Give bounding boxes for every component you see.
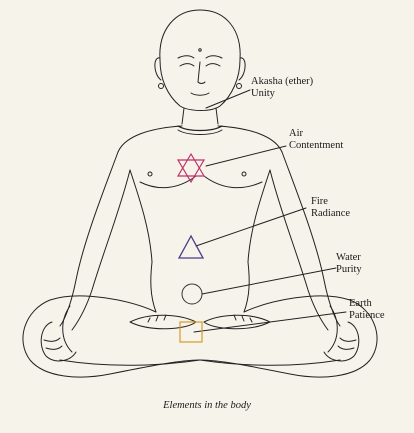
fire-pointer-line — [195, 207, 307, 247]
water-pointer-line — [201, 267, 337, 295]
water-label: Water Purity — [336, 252, 362, 276]
fire-triangle-symbol — [177, 234, 205, 259]
earth-square-symbol — [179, 321, 203, 343]
water-element-name: Water — [336, 252, 361, 263]
akasha-element-name: Akasha (ether) — [251, 76, 314, 87]
earth-quality: Patience — [349, 310, 385, 321]
figure-caption: Elements in the body — [163, 400, 251, 411]
head — [154, 9, 246, 111]
akasha-label: Akasha (ether) Unity — [251, 76, 313, 100]
fire-element-name: Fire — [311, 196, 328, 207]
crossed-legs — [22, 295, 378, 378]
akasha-quality: Unity — [251, 88, 275, 99]
earth-label: Earth Patience — [349, 298, 385, 322]
earth-element-name: Earth — [349, 298, 372, 309]
air-label: Air Contentment — [289, 128, 343, 152]
water-quality: Purity — [336, 264, 362, 275]
akasha-pointer-line — [205, 89, 251, 109]
air-quality: Contentment — [289, 140, 344, 151]
neck — [177, 107, 223, 135]
water-circle-symbol — [181, 283, 203, 305]
air-pointer-line — [205, 145, 287, 167]
air-element-name: Air — [289, 128, 303, 139]
torso — [117, 125, 283, 313]
air-hexagram-symbol — [176, 152, 206, 184]
fire-label: Fire Radiance — [311, 196, 350, 220]
earth-pointer-line — [193, 311, 347, 333]
left-arm — [40, 151, 131, 362]
fire-quality: Radiance — [311, 208, 351, 219]
